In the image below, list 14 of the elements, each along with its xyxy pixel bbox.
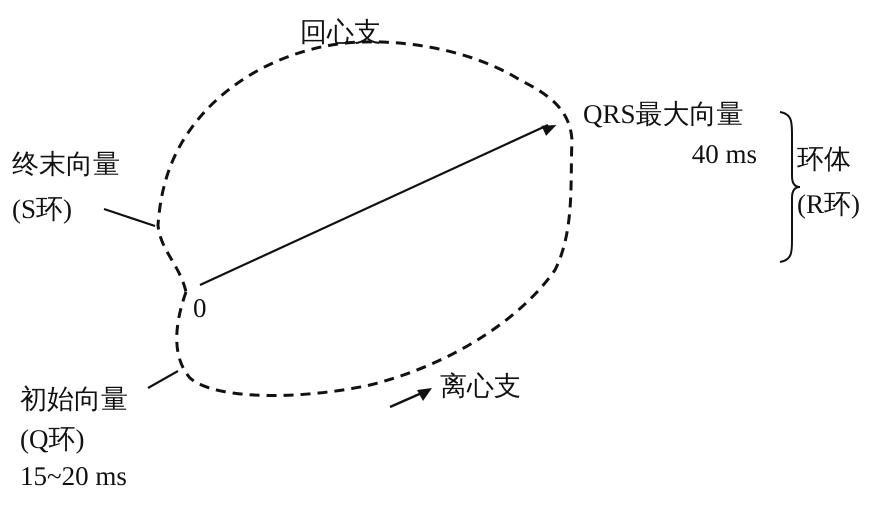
vector-label: 终末向量 <box>12 150 120 180</box>
leader-line <box>104 208 156 228</box>
arrow <box>200 124 556 286</box>
branch-label: 离心支 <box>440 372 521 402</box>
duration-label: 15~20 ms <box>20 462 127 492</box>
duration-label: 40 ms <box>692 140 757 170</box>
loop-label: 环体 <box>797 145 851 175</box>
origin-label: 0 <box>193 294 206 324</box>
leader-line <box>147 370 179 389</box>
loop-label: (S环) <box>12 195 72 225</box>
vector-label: 初始向量 <box>20 385 128 415</box>
vector-label: QRS最大向量 <box>583 100 744 130</box>
loop-label: (R环) <box>797 190 860 220</box>
loop-label: (Q环) <box>20 425 84 455</box>
